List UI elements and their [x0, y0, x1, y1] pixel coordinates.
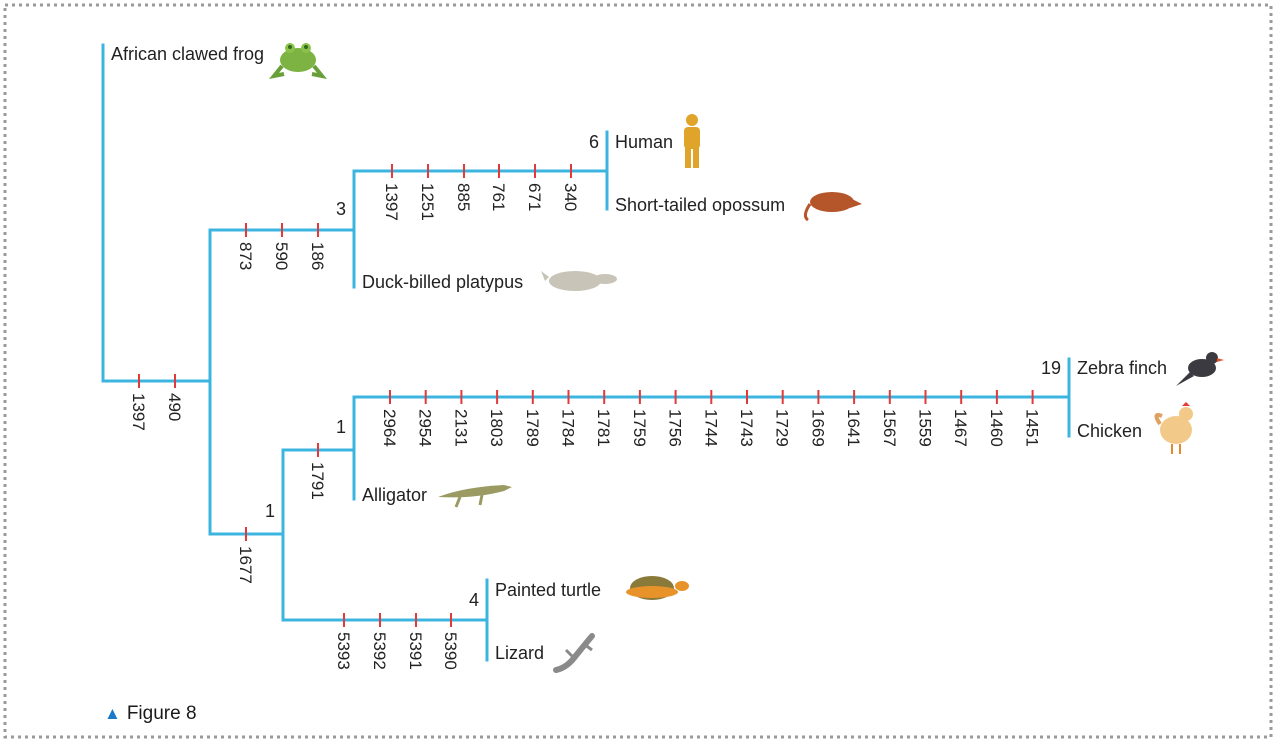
taxon-label-lizard: Lizard — [495, 643, 544, 663]
tick-label: 1641 — [844, 409, 863, 447]
tick-label: 1251 — [418, 183, 437, 221]
turtle-icon — [626, 576, 689, 600]
caption-triangle-icon: ▲ — [104, 704, 121, 723]
node-count-mammals: 3 — [336, 199, 346, 219]
frog-icon — [274, 43, 322, 76]
node-count-turtle-lizard: 4 — [469, 590, 479, 610]
tick-label: 5392 — [370, 632, 389, 670]
tick-label: 186 — [308, 242, 327, 270]
tick-label: 2954 — [416, 409, 435, 447]
tick-label: 5393 — [334, 632, 353, 670]
tick-label: 1397 — [129, 393, 148, 431]
tick-label: 1669 — [808, 409, 827, 447]
tick-label: 761 — [489, 183, 508, 211]
tick-label: 1743 — [737, 409, 756, 447]
tick-label: 1744 — [701, 409, 720, 447]
tick-label: 1781 — [594, 409, 613, 447]
node-count-archosaurs: 1 — [336, 417, 346, 437]
tick-label: 885 — [454, 183, 473, 211]
tick-label: 1759 — [630, 409, 649, 447]
tick-label: 2964 — [380, 409, 399, 447]
node-count-reptiles: 1 — [265, 501, 275, 521]
caption-text: Figure 8 — [127, 703, 197, 724]
tick-label: 5391 — [406, 632, 425, 670]
taxon-label-turtle: Painted turtle — [495, 580, 601, 600]
tick-label: 1451 — [1023, 409, 1042, 447]
tick-label: 1567 — [880, 409, 899, 447]
tick-label: 1467 — [951, 409, 970, 447]
tick-label: 1803 — [487, 409, 506, 447]
tick-label: 1756 — [666, 409, 685, 447]
alligator-icon — [438, 485, 512, 507]
tick-label: 1677 — [236, 546, 255, 584]
taxon-label-frog: African clawed frog — [111, 44, 264, 64]
tick-label: 5390 — [441, 632, 460, 670]
lizard-icon — [556, 636, 592, 670]
tick-label: 340 — [561, 183, 580, 211]
taxon-label-chicken: Chicken — [1077, 421, 1142, 441]
tick-label: 873 — [236, 242, 255, 270]
tick-label: 1729 — [773, 409, 792, 447]
opossum-icon — [805, 192, 862, 220]
human-icon — [684, 114, 700, 168]
node-count-human-opossum: 6 — [589, 132, 599, 152]
tick-label: 1559 — [916, 409, 935, 447]
tick-label: 1789 — [523, 409, 542, 447]
taxon-label-opossum: Short-tailed opossum — [615, 195, 785, 215]
tick-label: 1791 — [308, 462, 327, 500]
taxon-label-platypus: Duck-billed platypus — [362, 272, 523, 292]
tick-label: 1397 — [382, 183, 401, 221]
taxon-label-zebra-finch: Zebra finch — [1077, 358, 1167, 378]
node-count-birds: 19 — [1041, 358, 1061, 378]
tick-label: 490 — [165, 393, 184, 421]
tick-label: 671 — [525, 183, 544, 211]
zebra-finch-icon — [1176, 352, 1224, 386]
tick-label: 1784 — [559, 409, 578, 447]
figure-caption: ▲ Figure 8 — [104, 703, 197, 725]
taxon-label-alligator: Alligator — [362, 485, 427, 505]
platypus-icon — [541, 271, 617, 291]
taxon-label-human: Human — [615, 132, 673, 152]
chicken-icon — [1156, 402, 1193, 454]
tick-label: 1460 — [987, 409, 1006, 447]
tick-label: 590 — [272, 242, 291, 270]
tick-label: 2131 — [451, 409, 470, 447]
